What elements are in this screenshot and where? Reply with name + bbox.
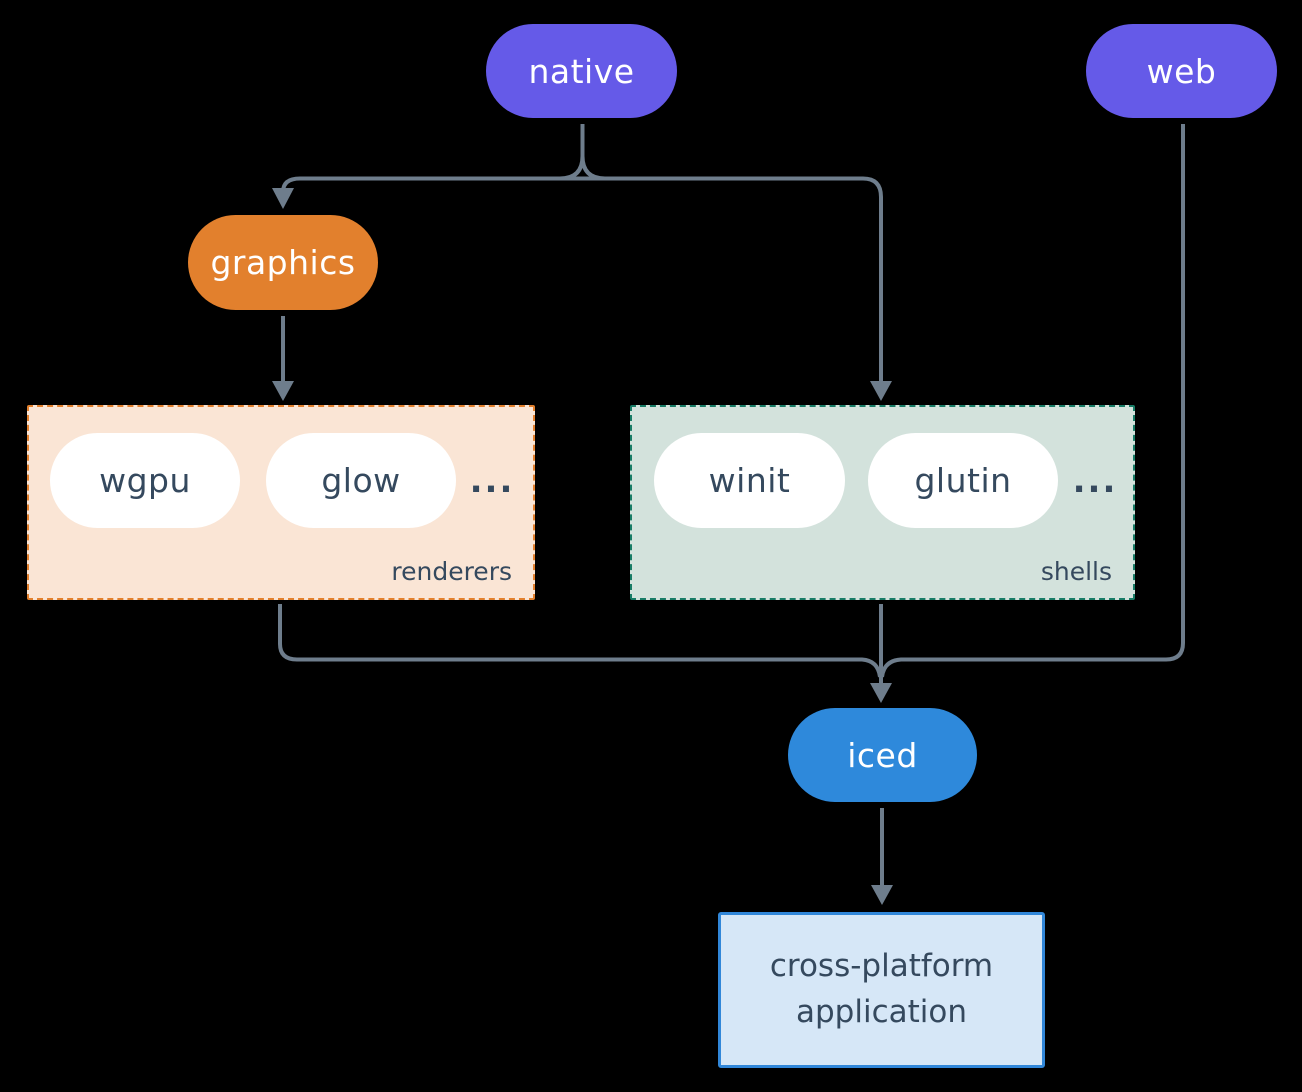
node-graphics-label: graphics	[210, 243, 356, 282]
node-native-label: native	[528, 51, 635, 91]
group-renderers: wgpu glow ... renderers	[27, 405, 535, 600]
group-shells: winit glutin ... shells	[630, 405, 1135, 600]
edge-split-bar	[281, 176, 883, 382]
edge-native-split	[559, 124, 606, 181]
node-graphics: graphics	[188, 215, 378, 310]
node-glutin-label: glutin	[914, 461, 1012, 500]
edge-web-merge	[880, 124, 1185, 678]
node-web-label: web	[1146, 51, 1217, 91]
node-iced: iced	[788, 708, 977, 802]
node-glow-label: glow	[321, 461, 401, 500]
arrowhead-to-renderers	[272, 381, 294, 401]
group-renderers-label: renderers	[391, 557, 512, 586]
node-winit: winit	[654, 433, 845, 528]
arrowhead-to-graphics	[272, 188, 294, 209]
arrowhead-to-iced	[870, 683, 892, 703]
node-native: native	[486, 24, 677, 118]
application-label-line1: cross-platform	[769, 948, 994, 985]
node-iced-label: iced	[847, 735, 918, 775]
arrowhead-to-shells	[870, 381, 892, 401]
group-shells-label: shells	[1040, 557, 1112, 586]
application-label-line2: application	[796, 994, 967, 1030]
node-winit-label: winit	[708, 461, 791, 500]
node-glutin: glutin	[868, 433, 1058, 528]
shells-ellipsis: ...	[1072, 460, 1118, 501]
arrowhead-to-application	[871, 885, 893, 905]
node-wgpu: wgpu	[50, 433, 240, 528]
renderers-ellipsis: ...	[469, 460, 515, 501]
node-web: web	[1086, 24, 1277, 118]
node-wgpu-label: wgpu	[99, 461, 191, 500]
node-cross-platform-application: cross-platform application	[718, 912, 1045, 1068]
node-glow: glow	[266, 433, 456, 528]
edge-renderers-merge	[278, 604, 882, 678]
